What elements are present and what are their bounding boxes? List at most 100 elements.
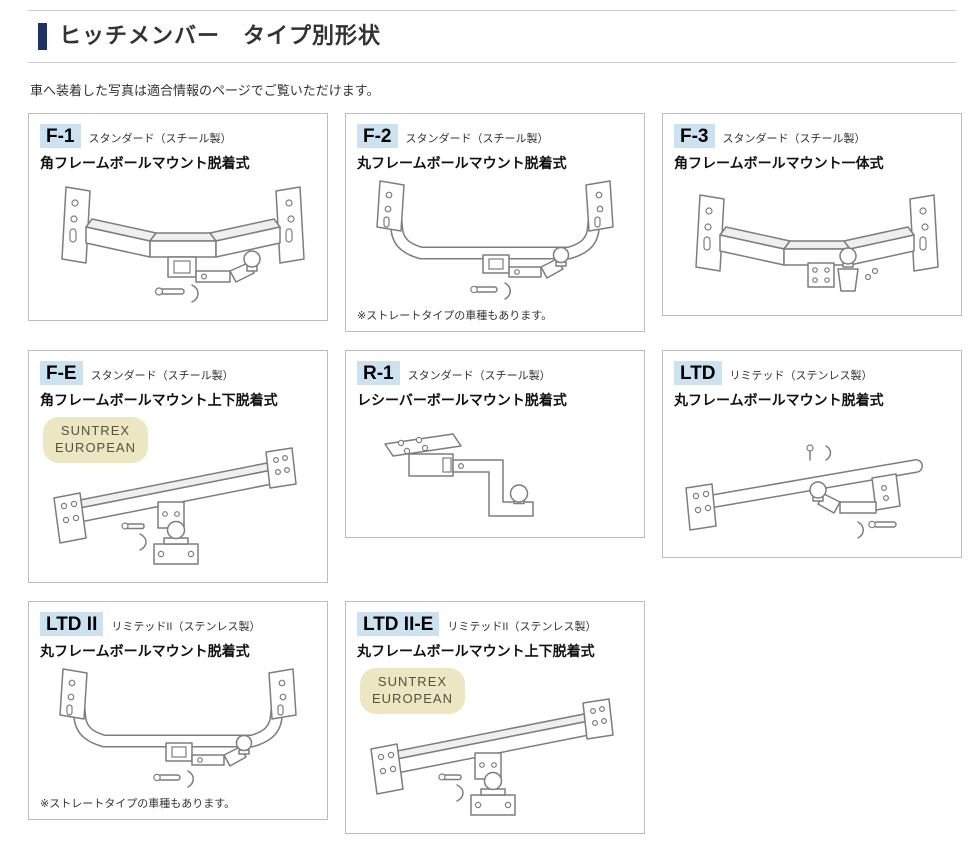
card-header: LTD リミテッド（ステンレス製）	[674, 361, 950, 385]
right-mount-plate	[582, 698, 614, 740]
type-card-f3: F-3 スタンダード（スチール製） 角フレームボールマウント一体式	[662, 113, 962, 316]
crossmember	[85, 218, 281, 258]
page-subtitle: 車へ装着した写真は適合情報のページでご覧いただけます。	[30, 83, 380, 98]
hitch-illustration-f2	[376, 180, 614, 300]
type-description: レシーバーボールマウント脱着式	[357, 392, 567, 408]
hitch-illustration-fe	[53, 447, 297, 565]
right-mount-plate	[265, 447, 297, 489]
top-fasteners	[806, 444, 832, 461]
ball-mount	[809, 481, 877, 514]
page-title: ヒッチメンバー タイプ別形状	[59, 23, 382, 49]
type-description: 角フレームボールマウント上下脱着式	[40, 392, 278, 408]
hitch-pin-and-clip	[154, 284, 199, 303]
type-grade: スタンダード（スチール製）	[405, 133, 549, 145]
ball-mount	[195, 250, 261, 283]
illustration-area	[357, 177, 633, 305]
card-header: F-1 スタンダード（スチール製）	[40, 124, 316, 148]
hitch-illustration-f1	[61, 186, 305, 303]
ball-mount	[153, 520, 199, 565]
left-mount-plate	[53, 492, 87, 544]
type-grade: スタンダード（スチール製）	[407, 370, 551, 382]
card-header: R-1 スタンダード（スチール製）	[357, 361, 633, 385]
type-description: 角フレームボールマウント脱着式	[40, 155, 250, 171]
mount-bracket	[871, 473, 901, 511]
hitch-pin-and-clip	[470, 282, 511, 300]
type-grade: リミテッドII（ステンレス製）	[447, 621, 597, 633]
illustration-area	[40, 414, 316, 574]
ball-mount	[508, 246, 570, 279]
type-grade: スタンダード（スチール製）	[90, 370, 234, 382]
type-card-fe: F-E スタンダード（スチール製） 角フレームボールマウント上下脱着式 SUNT…	[28, 350, 328, 583]
suntrex-european-badge: SUNTREX EUROPEAN	[43, 417, 148, 463]
illustration-area	[674, 177, 950, 307]
left-mount-plate	[695, 194, 725, 272]
type-badge: F-E	[40, 361, 83, 385]
type-grade: スタンダード（スチール製）	[88, 133, 232, 145]
type-grade: スタンダード（スチール製）	[722, 133, 866, 145]
card-header: LTD II-E リミテッドII（ステンレス製）	[357, 612, 633, 636]
type-description: 丸フレームボールマウント脱着式	[40, 643, 250, 659]
type-card-f1: F-1 スタンダード（スチール製） 角フレームボールマウント脱着式	[28, 113, 328, 321]
left-mount-plate	[376, 180, 405, 232]
page-header: ヒッチメンバー タイプ別形状	[28, 10, 956, 63]
left-mount-plate	[685, 483, 717, 531]
integrated-hitch-ball	[837, 247, 879, 292]
type-card-f2: F-2 スタンダード（スチール製） 丸フレームボールマウント脱着式	[345, 113, 645, 332]
type-badge: R-1	[357, 361, 400, 385]
type-badge: LTD II	[40, 612, 104, 636]
type-description: 丸フレームボールマウント脱着式	[357, 155, 567, 171]
hitch-pin-and-clip	[153, 770, 194, 788]
receiver-tube	[165, 742, 193, 762]
hitch-illustration-f3	[695, 194, 939, 292]
type-card-ltd2: LTD II リミテッドII（ステンレス製） 丸フレームボールマウント脱着式	[28, 601, 328, 820]
title-accent-bar	[38, 23, 47, 50]
type-badge: F-1	[40, 124, 81, 148]
illustration-area	[357, 414, 633, 529]
hitch-illustration-ltd2	[59, 668, 297, 788]
type-card-ltd: LTD リミテッド（ステンレス製） 丸フレームボールマウント脱着式	[662, 350, 962, 558]
integrated-mount-plate	[807, 262, 835, 288]
receiver-tube	[482, 254, 510, 274]
left-mount-plate	[61, 186, 91, 264]
right-mount-plate	[275, 186, 305, 264]
type-cards-grid: F-1 スタンダード（スチール製） 角フレームボールマウント脱着式	[28, 113, 962, 834]
suntrex-label: SUNTREX	[60, 423, 131, 438]
receiver-tube	[167, 256, 197, 278]
drop-ball-mount	[452, 459, 534, 517]
card-header: F-E スタンダード（スチール製）	[40, 361, 316, 385]
type-description: 丸フレームボールマウント脱着式	[674, 392, 884, 408]
hitch-illustration-r1	[384, 433, 534, 517]
crossmember	[719, 226, 915, 266]
right-mount-plate	[585, 180, 614, 232]
illustration-area	[40, 177, 316, 312]
right-mount-plate	[268, 668, 297, 720]
round-crossmember	[69, 670, 287, 748]
left-mount-plate	[370, 743, 404, 795]
type-badge: F-3	[674, 124, 715, 148]
hitch-pin-and-clip	[857, 520, 897, 539]
round-crossmember	[386, 182, 604, 260]
type-badge: F-2	[357, 124, 398, 148]
type-badge: LTD II-E	[357, 612, 440, 636]
european-label: EUROPEAN	[55, 439, 136, 455]
card-header: F-3 スタンダード（スチール製）	[674, 124, 950, 148]
ball-mount	[191, 734, 253, 767]
mount-plate	[384, 433, 462, 457]
type-card-r1: R-1 スタンダード（スチール製） レシーバーボールマウント脱着式	[345, 350, 645, 538]
hitch-pin-and-clip	[438, 773, 464, 802]
type-grade: リミテッドII（ステンレス製）	[111, 621, 261, 633]
hitch-pin-and-clip	[121, 522, 147, 551]
card-header: F-2 スタンダード（スチール製）	[357, 124, 633, 148]
type-note: ※ストレートタイプの車種もあります。	[40, 798, 236, 810]
card-header: LTD II リミテッドII（ステンレス製）	[40, 612, 316, 636]
right-mount-plate	[909, 194, 939, 272]
type-badge: LTD	[674, 361, 722, 385]
type-note: ※ストレートタイプの車種もあります。	[357, 310, 553, 322]
european-label: EUROPEAN	[372, 690, 453, 706]
suntrex-european-badge: SUNTREX EUROPEAN	[360, 668, 465, 714]
illustration-area	[674, 414, 950, 549]
type-grade: リミテッド（ステンレス製）	[729, 370, 873, 382]
illustration-area	[40, 665, 316, 793]
left-mount-plate	[59, 668, 88, 720]
